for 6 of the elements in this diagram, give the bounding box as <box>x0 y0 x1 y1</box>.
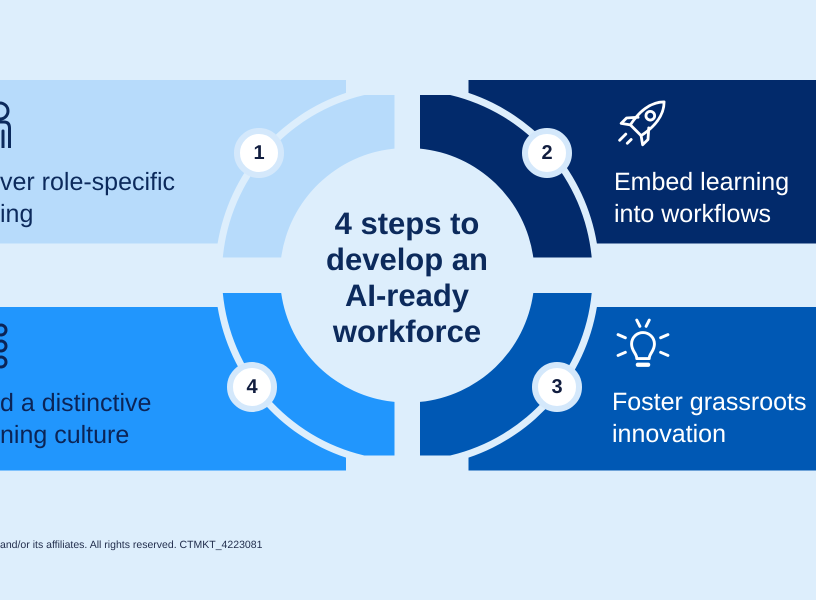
step-text: Embed learning into workflows <box>614 167 790 230</box>
step-text: Foster grassroots innovation <box>612 387 808 450</box>
step-text: ver role-specific ing <box>0 167 176 230</box>
copyright-note: and/or its affiliates. All rights reserved. CTMKT_4223081 <box>0 539 262 552</box>
step-text: d a distinctive ning culture <box>0 388 152 451</box>
diagram-title: 4 steps to develop an AI-ready workforce <box>325 206 489 350</box>
